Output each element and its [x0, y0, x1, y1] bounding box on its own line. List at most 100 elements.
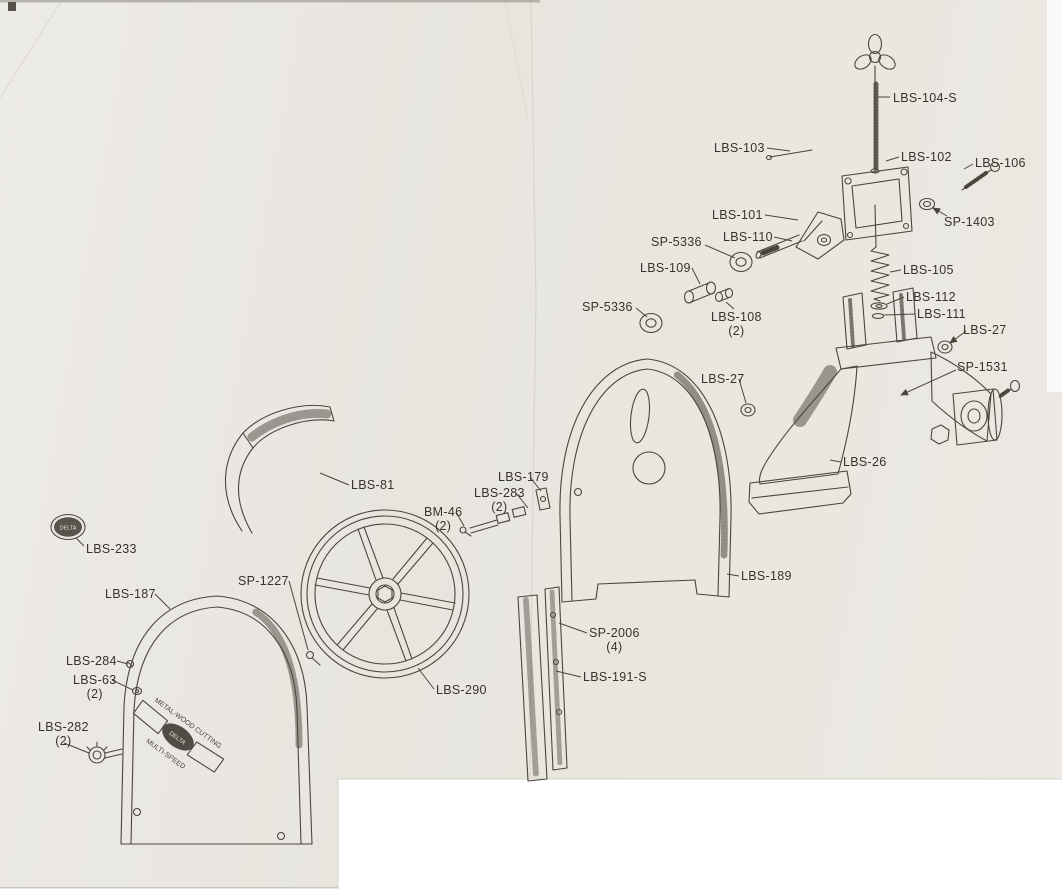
part-label-lbs-112: LBS-112: [906, 290, 956, 304]
part-label-lbs-81: LBS-81: [351, 478, 395, 492]
leader-line: [766, 147, 791, 152]
leader-line: [515, 492, 529, 509]
part-label-sp-1227: SP-1227: [238, 574, 289, 588]
part-number: SP-5336: [651, 235, 702, 249]
blade-guard-strips-drawing: [517, 586, 568, 782]
scan-corner-mark: [8, 2, 16, 11]
part-label-lbs-109: LBS-109: [640, 261, 691, 275]
part-number: LBS-104-S: [893, 91, 957, 105]
part-number: SP-1531: [957, 360, 1008, 374]
part-number: LBS-27: [963, 323, 1007, 337]
leader-line: [949, 330, 967, 344]
tension-bracket-drawing: [841, 166, 913, 241]
paper-creases: [0, 0, 537, 779]
frame-casting-drawing: [748, 287, 1003, 515]
part-number: LBS-189: [741, 569, 792, 583]
leader-line: [288, 580, 309, 651]
part-label-lbs-233: LBS-233: [86, 542, 137, 556]
part-number: LBS-103: [714, 141, 765, 155]
part-number: LBS-110: [723, 230, 773, 244]
part-qty: (2): [435, 519, 452, 533]
tension-knob-drawing: [854, 33, 896, 70]
washer-left-drawing: [740, 403, 756, 417]
part-number: LBS-282: [38, 720, 89, 734]
part-number: LBS-233: [86, 542, 137, 556]
leader-line: [900, 369, 957, 396]
wheel-shaft-drawing: [755, 234, 803, 259]
leader-line: [886, 296, 905, 305]
leader-line: [529, 476, 542, 492]
part-label-lbs-283: LBS-283(2): [474, 486, 525, 514]
bolt-sp1531-drawing: [998, 379, 1021, 398]
leader-line: [764, 214, 799, 221]
part-label-lbs-282: LBS-282(2): [38, 720, 89, 748]
part-label-bm-46: BM-46(2): [424, 505, 462, 533]
leader-line: [738, 378, 747, 404]
spacer-drawing: [683, 281, 717, 304]
part-number: LBS-106: [975, 156, 1026, 170]
part-label-lbs-27: LBS-27: [701, 372, 745, 386]
cover-banner: METAL-WOOD CUTTING DELTA MULTI-SPEED: [132, 697, 225, 773]
leader-lines-layer: [63, 96, 974, 754]
leader-line: [691, 267, 701, 285]
part-number: LBS-112: [906, 290, 956, 304]
part-label-lbs-105: LBS-105: [903, 263, 954, 277]
part-label-lbs-189: LBS-189: [741, 569, 792, 583]
part-number: LBS-108: [711, 310, 762, 324]
part-label-lbs-102: LBS-102: [901, 150, 952, 164]
delta-badge-drawing: DELTA: [50, 513, 86, 541]
leader-line: [555, 670, 582, 678]
part-number: LBS-109: [640, 261, 691, 275]
handle-drawing: [224, 404, 335, 534]
part-number: LBS-179: [498, 470, 549, 484]
part-label-lbs-187: LBS-187: [105, 587, 156, 601]
part-label-sp-5336: SP-5336: [651, 235, 702, 249]
washer-sp1403-drawing: [918, 197, 936, 211]
part-number: LBS-111: [917, 307, 966, 321]
part-label-lbs-284: LBS-284: [66, 654, 117, 668]
leader-line: [111, 679, 134, 691]
part-number: LBS-101: [712, 208, 763, 222]
thumb-bolt-drawing: [961, 161, 1001, 191]
part-number: LBS-26: [843, 455, 887, 469]
set-screw-drawing: [765, 149, 813, 161]
stud-sp1227-drawing: [305, 650, 321, 666]
part-number: LBS-27: [701, 372, 745, 386]
leader-line: [883, 313, 916, 316]
part-label-sp-1403: SP-1403: [944, 215, 995, 229]
cover-washer-drawing: [131, 686, 143, 696]
part-number: SP-2006: [589, 626, 640, 640]
part-number: SP-1403: [944, 215, 995, 229]
tension-rod-drawing: [870, 65, 880, 248]
part-number: LBS-105: [903, 263, 954, 277]
part-label-lbs-27: LBS-27: [963, 323, 1007, 337]
leader-line: [319, 472, 350, 486]
part-number: LBS-290: [436, 683, 487, 697]
part-label-lbs-290: LBS-290: [436, 683, 487, 697]
part-number: LBS-63: [73, 673, 117, 687]
part-number: LBS-102: [901, 150, 952, 164]
badge-emblem-text: DELTA: [60, 526, 77, 532]
cover-drawing: METAL-WOOD CUTTING DELTA MULTI-SPEED: [120, 595, 313, 845]
part-label-lbs-26: LBS-26: [843, 455, 887, 469]
leader-line: [635, 307, 648, 318]
wheel-shaft-parts-drawing: [459, 487, 551, 537]
leader-line: [829, 459, 842, 463]
upper-wheel-guard-drawing: [559, 358, 732, 603]
bearing-upper-drawing: [729, 251, 753, 273]
part-label-lbs-63: LBS-63(2): [73, 673, 117, 701]
part-qty: (2): [86, 687, 103, 701]
leader-line: [963, 163, 974, 170]
part-label-sp-5336: SP-5336: [582, 300, 633, 314]
part-number: LBS-284: [66, 654, 117, 668]
part-number: LBS-283: [474, 486, 525, 500]
leader-line: [773, 236, 793, 242]
part-qty: (2): [728, 324, 745, 338]
part-label-lbs-179: LBS-179: [498, 470, 549, 484]
leader-line: [725, 301, 735, 310]
part-number: BM-46: [424, 505, 463, 519]
part-number: LBS-81: [351, 478, 395, 492]
spring-drawing: [870, 246, 890, 302]
